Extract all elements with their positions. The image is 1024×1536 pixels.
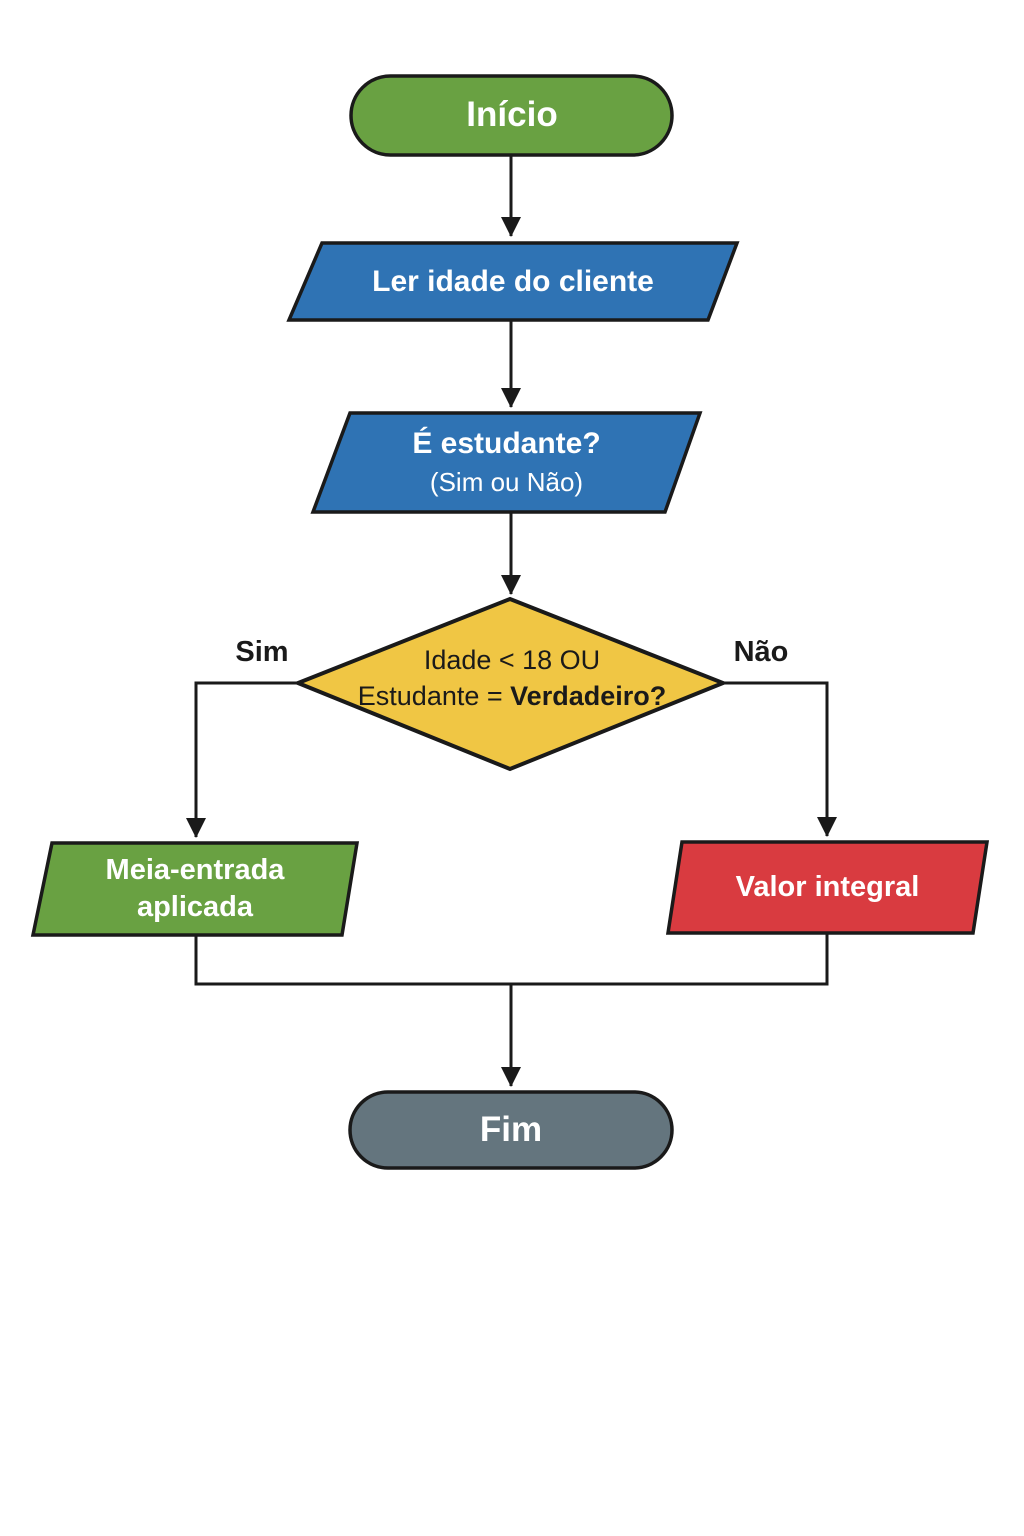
ask-student-node-label: É estudante? (Sim ou Não)	[313, 424, 700, 500]
decision-line2-prefix: Estudante =	[357, 681, 511, 711]
merge-connector	[194, 933, 829, 986]
half-price-line2: aplicada	[136, 891, 254, 923]
decision-diamond-shape	[292, 596, 729, 772]
arrow-branch-nao	[723, 681, 837, 837]
read-age-parallelogram-shape	[286, 241, 740, 322]
half-price-parallelogram-shape	[30, 841, 360, 937]
branch-label-sim: Sim	[235, 636, 289, 668]
branch-label-nao: Não	[733, 636, 789, 668]
decision-line1: Idade < 18 OU	[423, 645, 601, 675]
decision-line2: Estudante = Verdadeiro?	[330, 679, 694, 714]
decision-node-label: Idade < 18 OU Estudante = Verdadeiro?	[330, 642, 694, 714]
ask-student-parallelogram-shape	[310, 411, 703, 514]
full-price-parallelogram-shape	[665, 840, 990, 935]
read-age-node-label: Ler idade do cliente	[372, 265, 654, 298]
end-node-label: Fim	[479, 1110, 543, 1149]
arrow-branch-sim	[186, 681, 298, 838]
end-terminator-shape	[348, 1090, 674, 1170]
ask-student-line2: (Sim ou Não)	[429, 467, 584, 497]
start-terminator-shape	[349, 74, 674, 157]
start-node-label: Início	[466, 95, 558, 134]
half-price-line1: Meia-entrada	[105, 854, 285, 886]
ask-student-line1: É estudante?	[412, 427, 601, 460]
decision-line2-bold: Verdadeiro?	[510, 681, 667, 711]
full-price-node-label: Valor integral	[735, 871, 920, 903]
half-price-node-label: Meia-entrada aplicada	[33, 852, 357, 926]
